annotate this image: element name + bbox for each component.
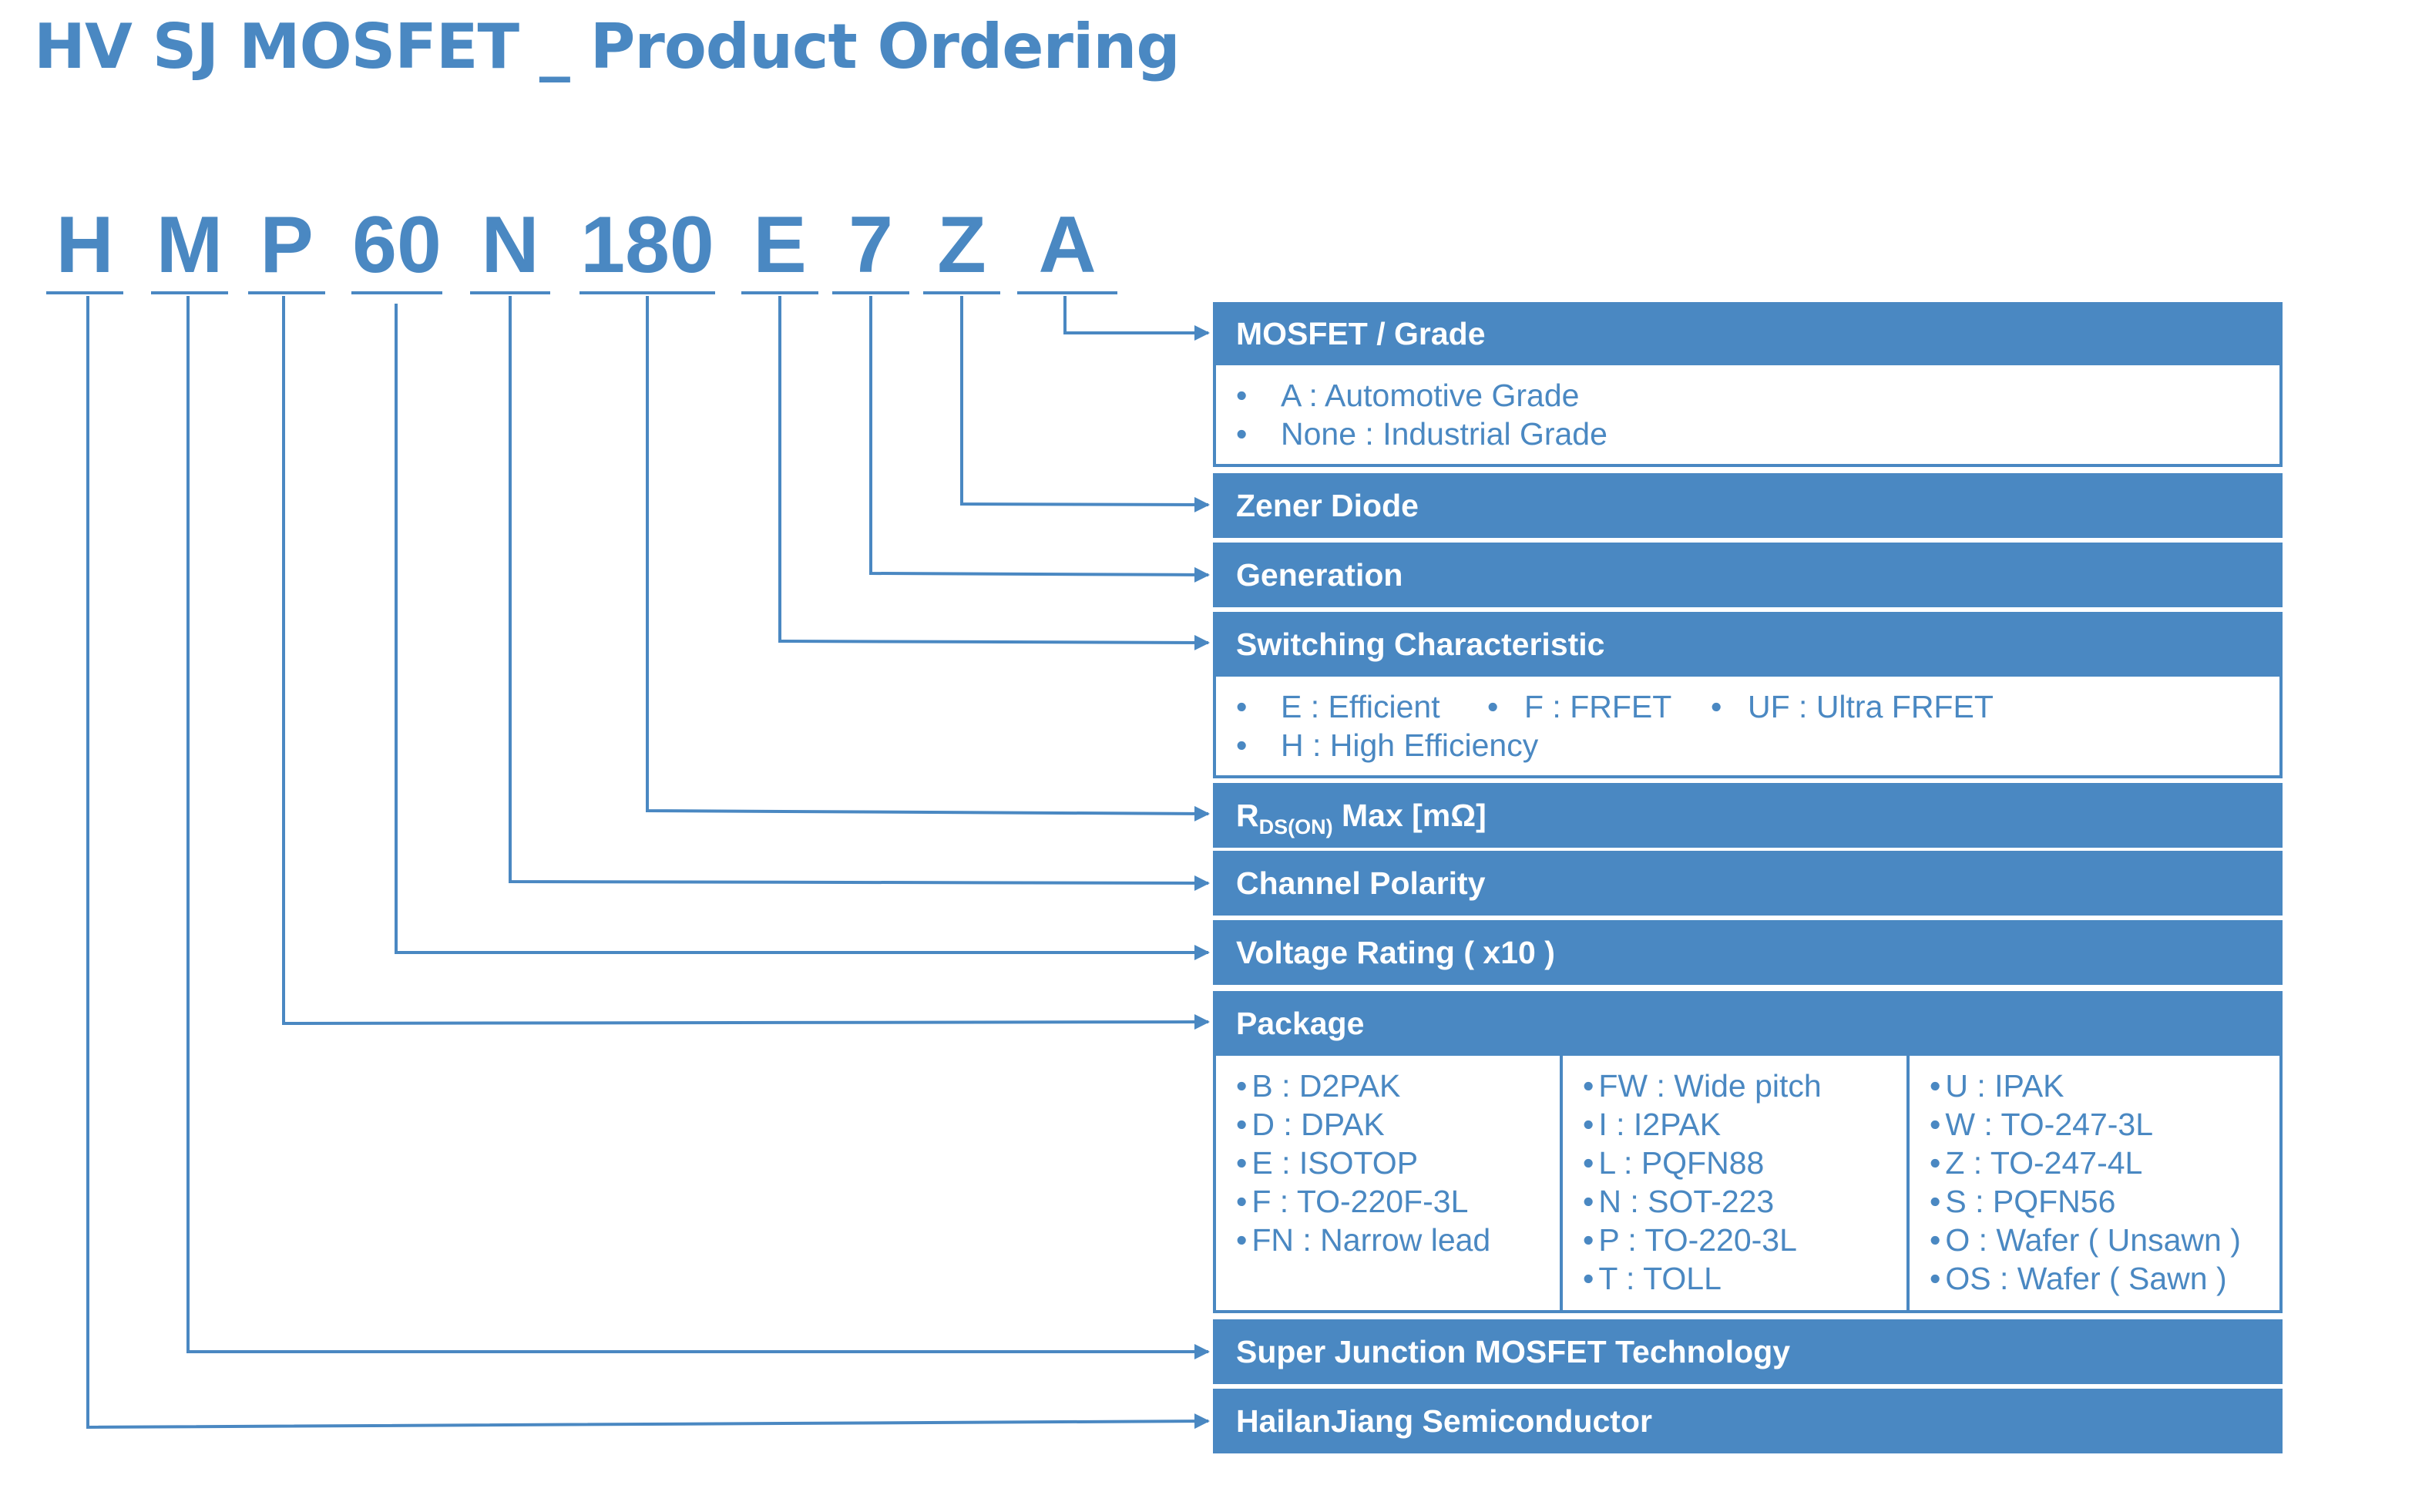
package-item: •P : TO-220-3L [1583, 1222, 1797, 1258]
package-item: •OS : Wafer ( Sawn ) [1930, 1261, 2227, 1296]
code-char-a: A [1017, 199, 1117, 294]
connector-z [960, 296, 1210, 512]
bullet-icon: • [1236, 727, 1248, 763]
generation-header: Generation [1213, 543, 2283, 607]
connector-m [186, 296, 1210, 1359]
package-item: •FW : Wide pitch [1583, 1068, 1822, 1104]
package-item: •T : TOLL [1583, 1261, 1722, 1296]
code-char-h: H [46, 199, 123, 294]
technology-label: Super Junction MOSFET Technology [1236, 1333, 1791, 1369]
page-title: HV SJ MOSFET _ Product Ordering [34, 11, 1181, 82]
package-item: •F : TO-220F-3L [1236, 1184, 1469, 1219]
package-item: •E : ISOTOP [1236, 1145, 1419, 1181]
package-item: •FN : Narrow lead [1236, 1222, 1491, 1258]
voltage-label: Voltage Rating ( x10 ) [1236, 934, 1555, 970]
switching-label: Switching Characteristic [1236, 626, 1605, 662]
zener-label: Zener Diode [1236, 487, 1419, 523]
channel-label: Channel Polarity [1236, 865, 1486, 901]
package-column-2: •FW : Wide pitch •I : I2PAK •L : PQFN88 … [1560, 1056, 1906, 1310]
bullet-icon: • [1711, 689, 1722, 724]
package-item: •D : DPAK [1236, 1107, 1385, 1142]
rds-header: RDS(ON) Max [mΩ] [1213, 783, 2283, 848]
package-item: •S : PQFN56 [1930, 1184, 2116, 1219]
connector-e [778, 296, 1210, 650]
package-item: •I : I2PAK [1583, 1107, 1722, 1142]
code-char-7: 7 [832, 199, 909, 294]
zener-header: Zener Diode [1213, 473, 2283, 538]
package-column-1: •B : D2PAK •D : DPAK •E : ISOTOP •F : TO… [1216, 1056, 1560, 1310]
grade-details: • A : Automotive Grade • None : Industri… [1213, 365, 2283, 467]
switching-header: Switching Characteristic [1213, 612, 2283, 677]
connector-p [282, 296, 1210, 1030]
generation-label: Generation [1236, 556, 1403, 593]
maker-label: HailanJiang Semiconductor [1236, 1403, 1652, 1439]
connector-7 [869, 296, 1210, 583]
package-item: •W : TO-247-3L [1930, 1107, 2154, 1142]
code-char-z: Z [923, 199, 1000, 294]
connector-180 [646, 296, 1210, 822]
switching-details: • E : Efficient • F : FRFET • UF : Ultra… [1213, 677, 2283, 778]
code-char-n: N [470, 199, 550, 294]
switching-item-frfet: F : FRFET [1524, 689, 1672, 724]
bullet-icon: • [1236, 689, 1248, 724]
connector-60 [395, 304, 1210, 960]
code-char-180: 180 [579, 199, 715, 294]
package-item: •Z : TO-247-4L [1930, 1145, 2143, 1181]
code-char-m: M [151, 199, 228, 294]
switching-item-efficient: E : Efficient [1281, 689, 1440, 724]
package-column-3: •U : IPAK •W : TO-247-3L •Z : TO-247-4L … [1906, 1056, 2283, 1310]
package-label: Package [1236, 1005, 1365, 1041]
voltage-header: Voltage Rating ( x10 ) [1213, 920, 2283, 985]
bullet-icon: • [1236, 416, 1248, 452]
switching-item-high-efficiency: H : High Efficiency [1281, 727, 1539, 763]
bullet-icon: • [1487, 689, 1499, 724]
package-item: •O : Wafer ( Unsawn ) [1930, 1222, 2241, 1258]
package-header: Package [1213, 991, 2283, 1056]
switching-item-ultra-frfet: UF : Ultra FRFET [1748, 689, 1994, 724]
package-item: •U : IPAK [1930, 1068, 2064, 1104]
grade-item-automotive: A : Automotive Grade [1281, 378, 1580, 413]
channel-header: Channel Polarity [1213, 851, 2283, 916]
grade-item-industrial: None : Industrial Grade [1281, 416, 1607, 452]
connector-a [1063, 296, 1210, 341]
connector-n [509, 296, 1210, 891]
package-details: •B : D2PAK •D : DPAK •E : ISOTOP •F : TO… [1213, 1056, 2283, 1313]
package-item: •L : PQFN88 [1583, 1145, 1765, 1181]
package-item: •B : D2PAK [1236, 1068, 1401, 1104]
technology-header: Super Junction MOSFET Technology [1213, 1319, 2283, 1384]
code-char-e: E [741, 199, 818, 294]
connector-h [86, 296, 1210, 1430]
maker-header: HailanJiang Semiconductor [1213, 1389, 2283, 1453]
code-char-60: 60 [351, 199, 442, 294]
rds-label: RDS(ON) Max [mΩ] [1236, 797, 1487, 838]
package-item: •N : SOT-223 [1583, 1184, 1775, 1219]
grade-label: MOSFET / Grade [1236, 315, 1486, 351]
grade-header: MOSFET / Grade [1213, 302, 2283, 365]
bullet-icon: • [1236, 378, 1248, 413]
code-char-p: P [248, 199, 325, 294]
